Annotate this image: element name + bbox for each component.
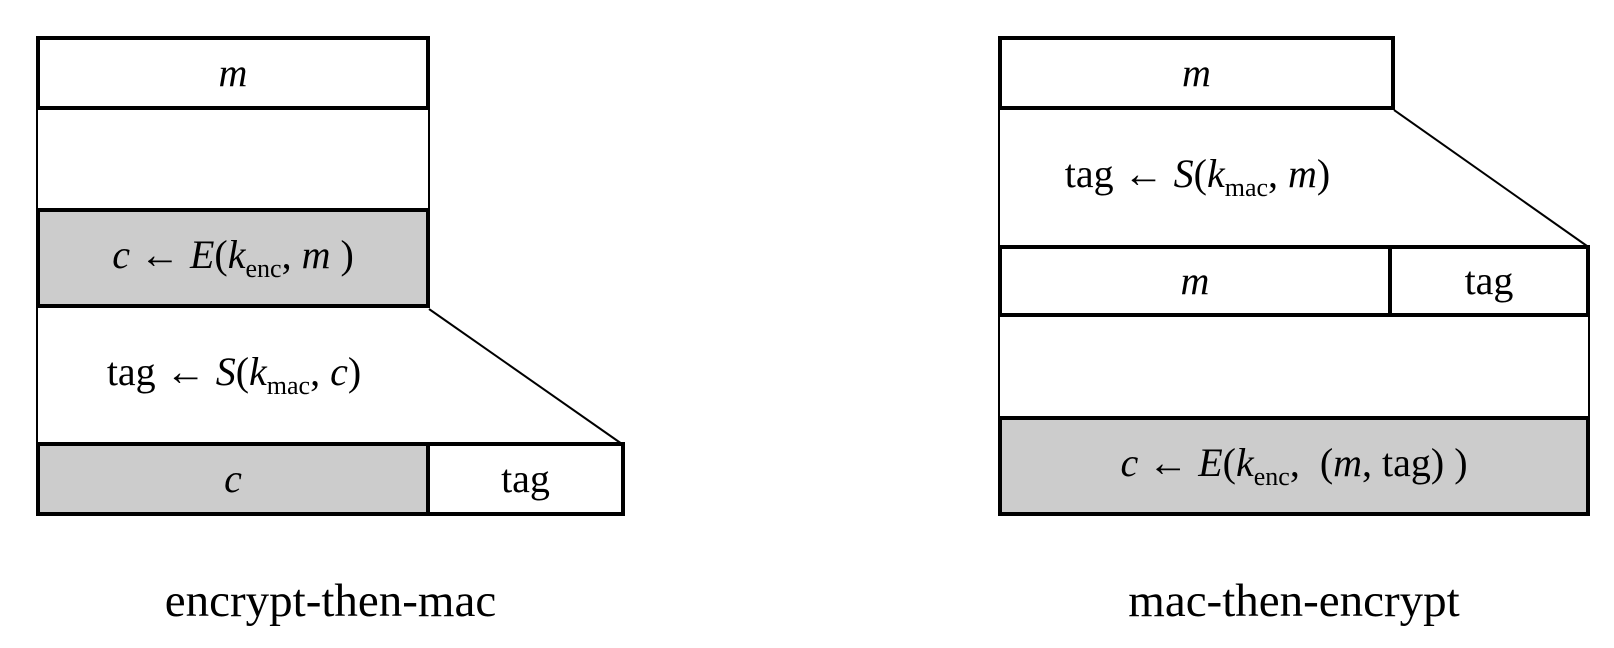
etm-output-ciphertext-box: c: [40, 446, 430, 512]
etm-caption: encrypt-then-mac: [164, 575, 497, 627]
mte-mac-formula: tag ← S(kmac, m): [1064, 151, 1331, 202]
mte-message-label: m: [1182, 50, 1211, 95]
mte-message-box: m: [998, 36, 1395, 110]
etm-output-row: c tag: [36, 442, 625, 516]
etm-output-ciphertext-label: c: [224, 456, 242, 501]
etm-encrypt-formula: c ← E(kenc, m ): [112, 231, 354, 283]
mte-diagonal-line: [1393, 109, 1588, 247]
mte-gap-region: [998, 317, 1590, 416]
etm-message-box: m: [36, 36, 430, 110]
etm-mac-region: tag ← S(kmac, c): [36, 308, 430, 442]
mte-mid-message-box: m: [1002, 249, 1392, 313]
etm-mac-formula: tag ← S(kmac, c): [106, 348, 362, 400]
etm-output-tag-box: tag: [430, 446, 621, 512]
etm-output-tag-label: tag: [501, 456, 550, 501]
mte-encrypt-box: c ← E(kenc, (m, tag) ): [998, 416, 1590, 516]
mte-mid-tag-label: tag: [1464, 258, 1514, 303]
etm-gap-region: [36, 110, 430, 208]
etm-encrypt-box: c ← E(kenc, m ): [36, 208, 430, 308]
mte-mid-tag-box: tag: [1392, 249, 1586, 313]
etm-message-label: m: [218, 50, 248, 95]
mte-mac-region: tag ← S(kmac, m): [998, 110, 1395, 245]
mte-mid-row: m tag: [998, 245, 1590, 317]
mte-mid-message-label: m: [1180, 258, 1210, 303]
mte-caption: mac-then-encrypt: [1128, 575, 1460, 627]
mte-encrypt-formula: c ← E(kenc, (m, tag) ): [1120, 439, 1468, 491]
etm-diagonal-line: [428, 308, 623, 445]
